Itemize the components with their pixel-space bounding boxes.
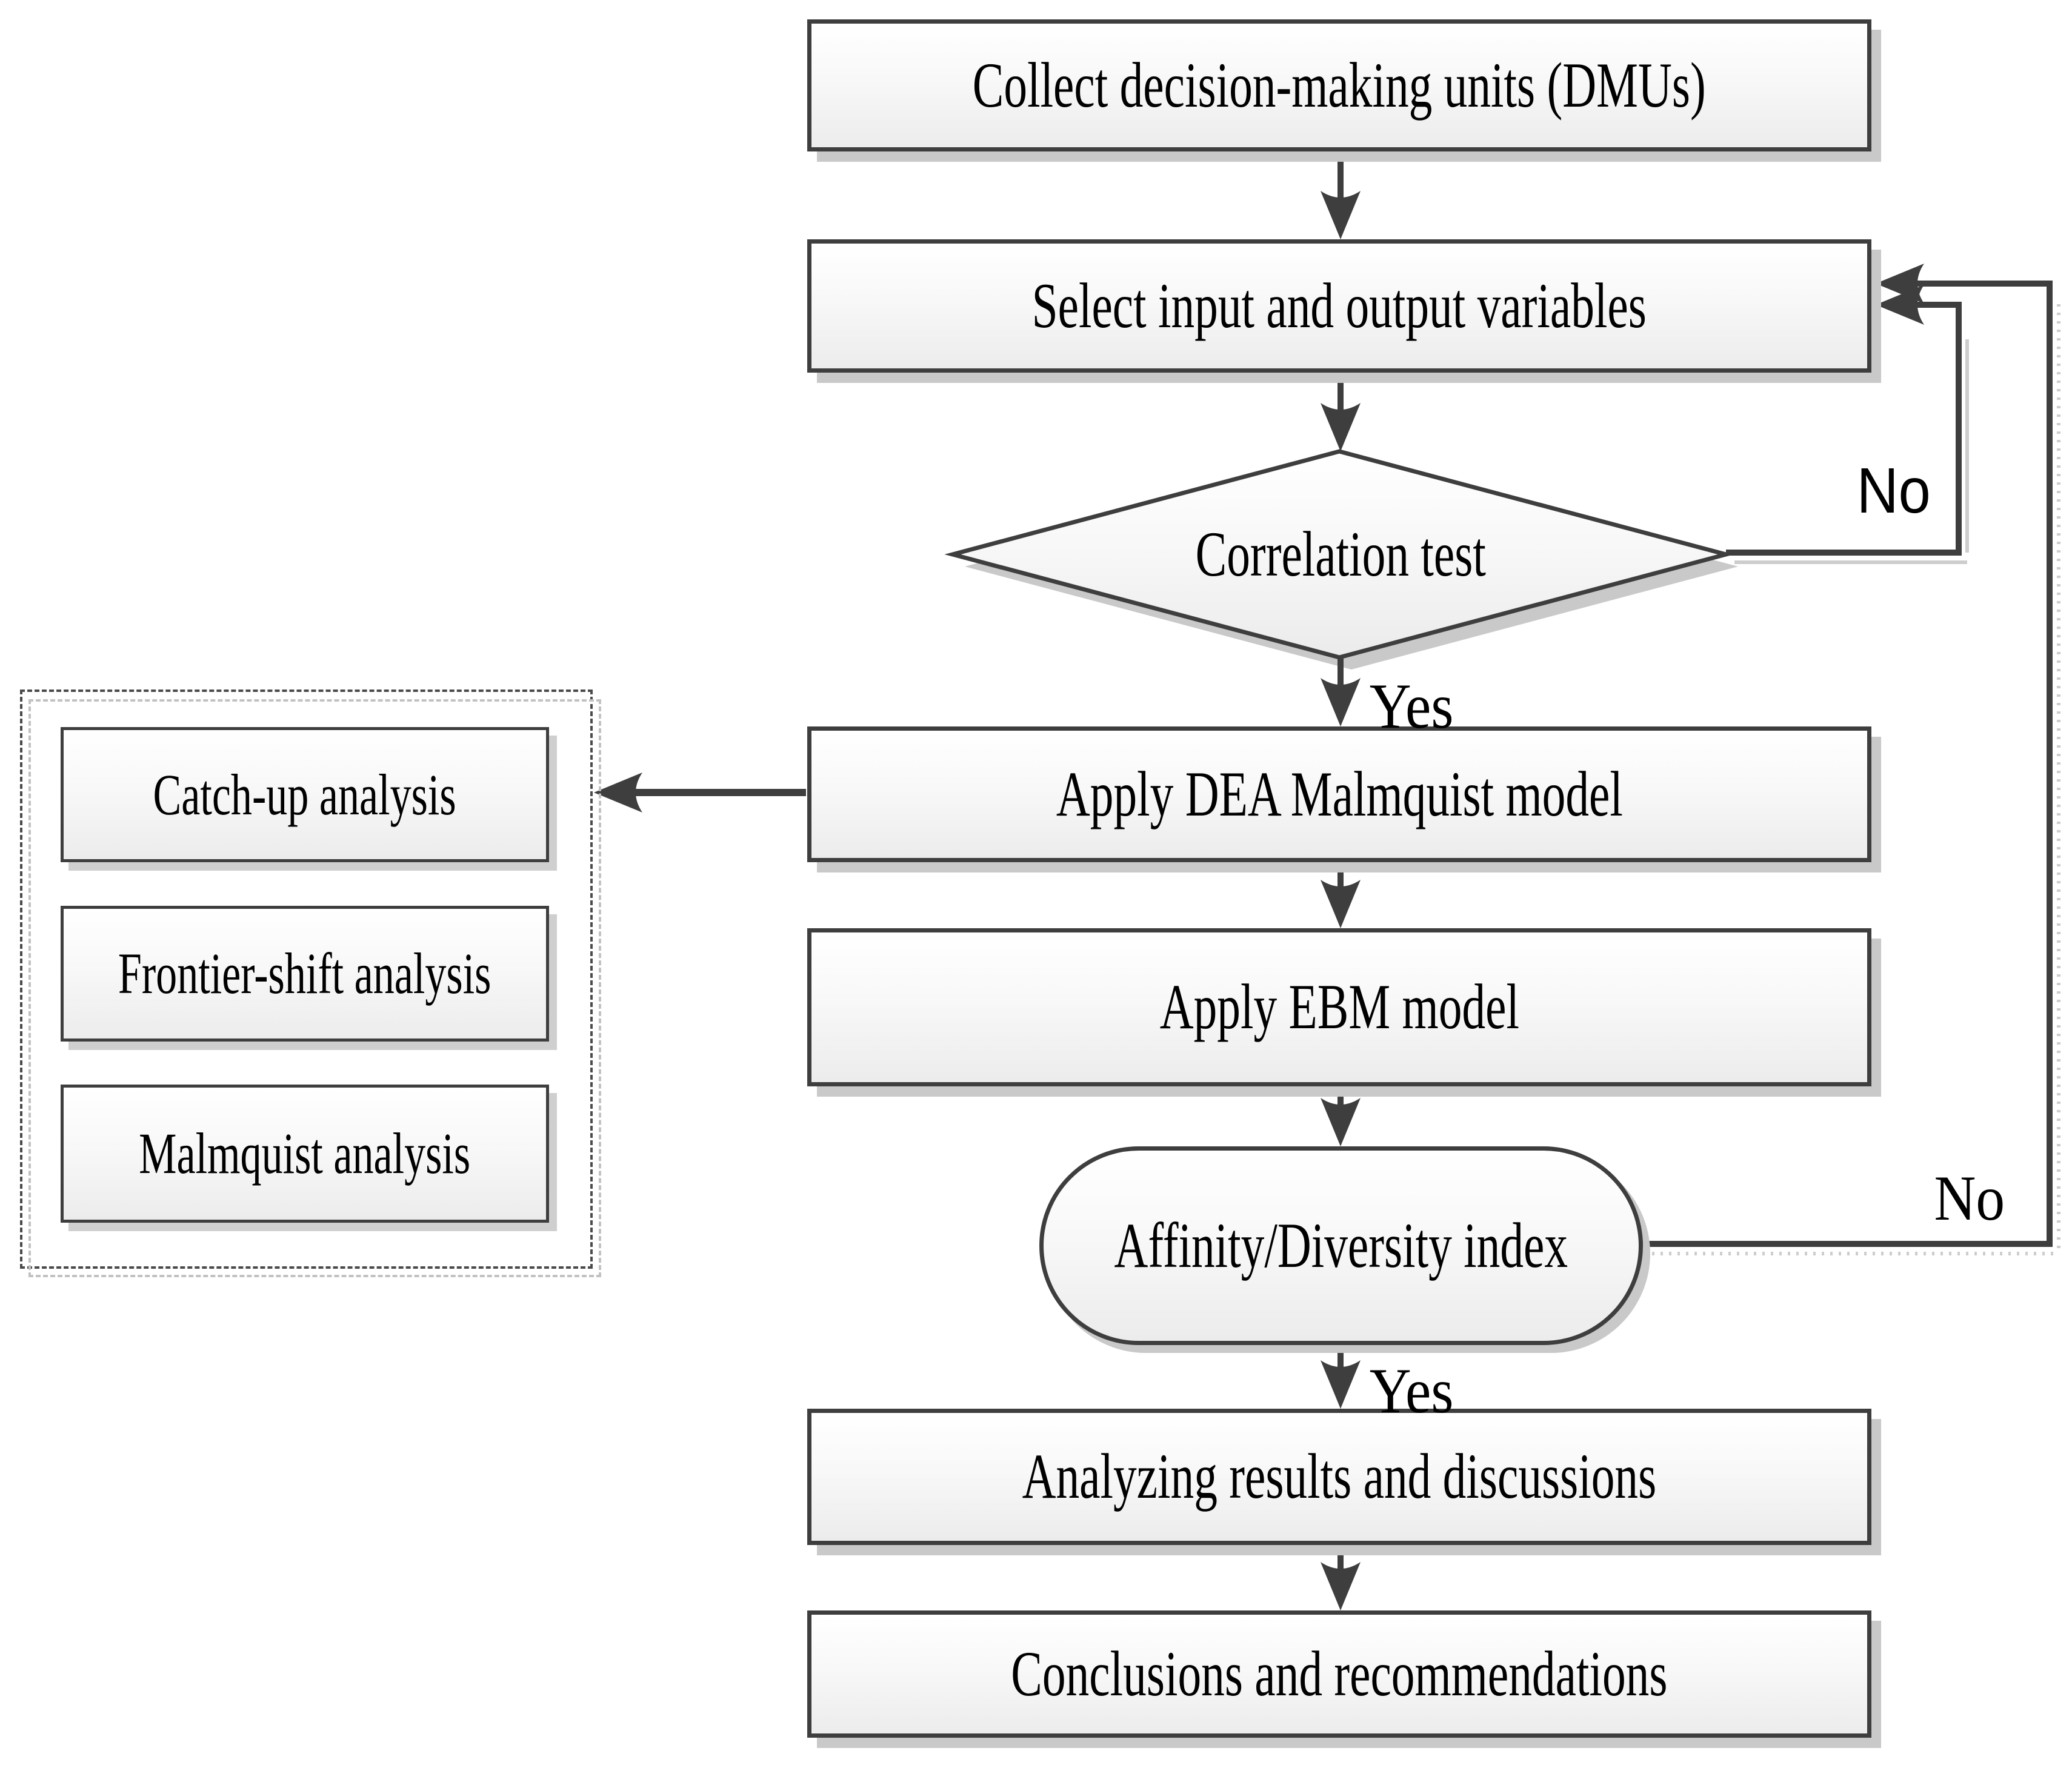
- arrowhead-affinity-to-analyzing: [1321, 1360, 1361, 1409]
- node-affinity-diversity-index-label: Affinity/Diversity index: [1114, 1209, 1568, 1281]
- node-catch-up-analysis-label: Catch-up analysis: [153, 762, 457, 827]
- node-analyzing-results-label: Analyzing results and discussions: [1022, 1441, 1657, 1512]
- no-loop-outer-shadow-line: [1644, 303, 2060, 1255]
- node-correlation-test: Correlation test: [1038, 515, 1644, 594]
- edge-label-correlation-yes: Yes: [1365, 671, 1458, 742]
- node-malmquist-analysis: Malmquist analysis: [61, 1085, 549, 1223]
- node-conclusions-label: Conclusions and recommendations: [1011, 1638, 1668, 1709]
- node-apply-ebm: Apply EBM model: [807, 928, 1871, 1086]
- node-apply-dea-malmquist-label: Apply DEA Malmquist model: [1056, 758, 1623, 829]
- edge-label-correlation-yes-text: Yes: [1369, 671, 1454, 742]
- node-collect-dmus-label: Collect decision-making units (DMUs): [973, 49, 1706, 121]
- node-apply-dea-malmquist: Apply DEA Malmquist model: [807, 726, 1871, 862]
- node-malmquist-analysis-label: Malmquist analysis: [139, 1121, 471, 1186]
- analysis-group-container: Catch-up analysis Frontier-shift analysi…: [20, 690, 601, 1277]
- node-catch-up-analysis: Catch-up analysis: [61, 727, 549, 862]
- node-analyzing-results: Analyzing results and discussions: [807, 1409, 1871, 1545]
- edge-label-affinity-yes-text: Yes: [1369, 1355, 1454, 1426]
- node-select-variables: Select input and output variables: [807, 239, 1871, 373]
- node-affinity-diversity-index: Affinity/Diversity index: [1039, 1146, 1643, 1345]
- node-conclusions: Conclusions and recommendations: [807, 1610, 1871, 1738]
- node-frontier-shift-analysis-label: Frontier-shift analysis: [118, 941, 491, 1006]
- arrowhead-dea-to-analysis-group: [594, 773, 642, 813]
- no-loop-inner-shadow-line: [1734, 339, 1969, 564]
- arrowhead-ebm-to-affinity: [1321, 1098, 1361, 1146]
- node-select-variables-label: Select input and output variables: [1031, 270, 1647, 341]
- edge-label-correlation-no-text: No: [1857, 455, 1931, 527]
- arrowhead-analyzing-to-conclusions: [1321, 1562, 1361, 1610]
- no-loop-correlation-line: [1726, 302, 1962, 556]
- edge-label-affinity-yes: Yes: [1365, 1355, 1458, 1427]
- node-correlation-test-label: Correlation test: [1195, 518, 1486, 590]
- no-loop-affinity-line: [1641, 281, 2053, 1247]
- edge-label-affinity-no: No: [1912, 1163, 2027, 1234]
- node-collect-dmus: Collect decision-making units (DMUs): [807, 19, 1871, 151]
- edge-label-correlation-no: No: [1842, 456, 1945, 527]
- node-frontier-shift-analysis: Frontier-shift analysis: [61, 906, 549, 1042]
- node-apply-ebm-label: Apply EBM model: [1159, 971, 1519, 1043]
- arrowhead-no-loop-affinity: [1876, 264, 1924, 304]
- correlation-diamond: [944, 449, 1734, 660]
- arrowhead-dea-to-ebm: [1321, 880, 1361, 928]
- arrowhead-select-to-correlation: [1321, 403, 1361, 451]
- arrowhead-correlation-to-dea: [1321, 678, 1361, 726]
- edge-label-affinity-no-text: No: [1934, 1163, 2005, 1234]
- arrowhead-collect-to-select: [1321, 191, 1361, 239]
